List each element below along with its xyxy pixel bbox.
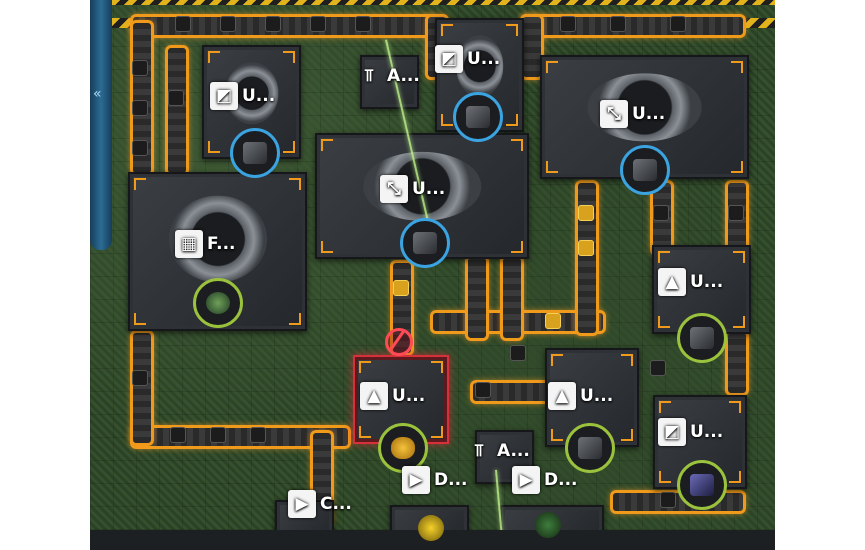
belt-left-bottom[interactable] [130,330,154,446]
belt-right-1[interactable] [575,180,599,336]
belt-top-right[interactable] [520,14,746,38]
crusher-icon: ◩ [435,45,463,73]
building-label-antenna-bottom: ⫪A... [465,437,530,465]
output-slot-furnace[interactable] [193,278,243,328]
belt-item [170,427,186,443]
output-slot-crusher-1[interactable] [230,128,280,178]
extractor-icon: ▲ [548,382,576,410]
water-channel[interactable]: « [90,0,112,250]
assembler-icon: ⤡ [600,100,628,128]
building-label-furnace: ▦F... [175,230,236,258]
belt-center-3[interactable] [500,255,524,341]
ore-item [578,240,594,256]
furnace-icon: ▦ [175,230,203,258]
belt-item [210,427,226,443]
output-slot-extractor-mid[interactable] [565,423,615,473]
belt-item [670,16,686,32]
hazard-stripe-far-top [112,0,775,5]
building-label-drill-1: ▶D... [402,466,468,494]
output-slot-assembler-mid[interactable] [400,218,450,268]
stone-resource-icon [466,106,490,128]
building-label-extractor-warning: ▲U... [360,382,425,410]
building-label-extractor-right: ▲U... [658,268,723,296]
ore-item [545,313,561,329]
machine-dome [455,35,504,97]
output-slot-extractor-right[interactable] [677,313,727,363]
drill-icon: ▶ [512,466,540,494]
rock-resource-icon [578,437,602,459]
drill-icon: ▶ [402,466,430,494]
block-resource-icon [413,232,437,254]
building-label-extractor-mid: ▲U... [548,382,613,410]
antenna-icon: ⫪ [364,66,374,86]
building-label-crusher-3: ◩U... [658,418,723,446]
belt-item [265,16,281,32]
belt-item [132,60,148,76]
belt-item [653,205,669,221]
collector-icon: ▶ [288,490,316,518]
building-label-crusher-1: ◩U... [210,82,275,110]
antenna-building-top[interactable] [360,55,419,109]
building-label-drill-2: ▶D... [512,466,578,494]
belt-item [728,205,744,221]
belt-item [132,100,148,116]
extractor-icon: ▲ [658,268,686,296]
rock-resource-icon [690,327,714,349]
belt-right-4[interactable] [725,330,749,396]
belt-item [175,16,191,32]
belt-item [610,16,626,32]
crusher-building-2[interactable] [435,18,524,132]
antenna-icon: ⫪ [474,441,484,461]
block-resource-icon [633,159,657,181]
belt-item [560,16,576,32]
gold-ore-resource-icon [391,437,415,459]
plant-resource-icon [206,292,230,314]
belt-item [250,427,266,443]
extractor-icon: ▲ [360,382,388,410]
crusher-icon: ◩ [210,82,238,110]
no-power-warning-icon[interactable] [385,328,413,356]
belt-item [650,360,666,376]
green-plant-icon [535,512,561,538]
yellow-flower-icon [418,515,444,541]
belt-item [132,140,148,156]
stone-resource-icon [243,142,267,164]
building-label-assembler-mid: ⤡U... [380,175,445,203]
output-slot-crusher-3[interactable] [677,460,727,510]
building-label-antenna-top: ⫪A... [355,62,420,90]
building-label-crusher-2: ◩U... [435,45,500,73]
belt-item [660,492,676,508]
belt-left-column-2[interactable] [165,45,189,176]
belt-item [220,16,236,32]
game-viewport[interactable]: « [90,0,775,550]
belt-item [310,16,326,32]
assembler-icon: ⤡ [380,175,408,203]
belt-item [168,90,184,106]
belt-item [355,16,371,32]
ore-item [578,205,594,221]
crusher-icon: ◩ [658,418,686,446]
crystal-resource-icon [690,474,714,496]
double-chevron-icon[interactable]: « [93,86,102,102]
belt-center-2[interactable] [465,255,489,341]
output-slot-crusher-2[interactable] [453,92,503,142]
belt-item [132,370,148,386]
building-label-assembler-top: ⤡U... [600,100,665,128]
output-slot-assembler-top[interactable] [620,145,670,195]
building-label-collector: ▶C... [288,490,352,518]
ore-item [393,280,409,296]
belt-item [510,345,526,361]
belt-item [475,382,491,398]
